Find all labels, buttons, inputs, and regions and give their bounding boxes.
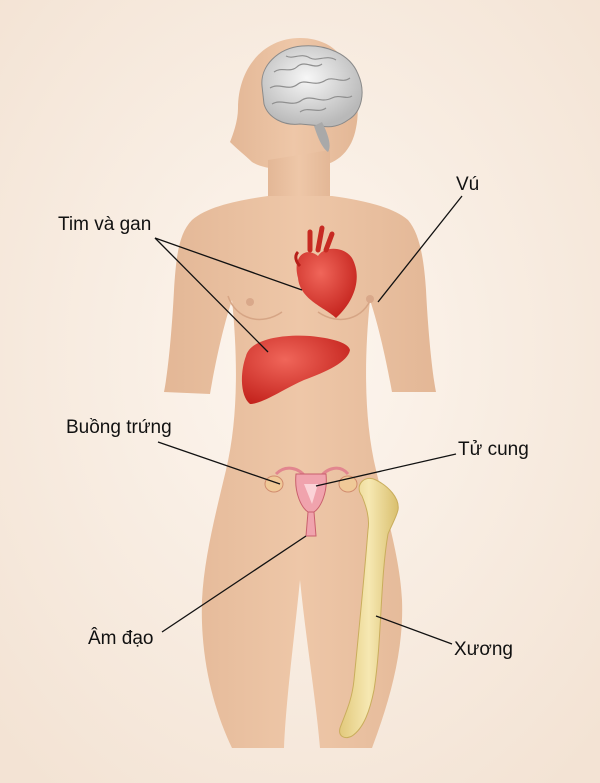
heart-illustration — [294, 225, 357, 318]
leader-line-uterus — [315, 453, 457, 487]
leader-line-heart — [154, 237, 303, 291]
leader-lines — [154, 195, 463, 645]
leader-line-liver — [154, 237, 269, 353]
label-uterus: Tử cung — [458, 439, 529, 460]
breast-outline — [227, 295, 374, 321]
brain-illustration — [261, 45, 363, 152]
femur-bone-illustration — [339, 478, 399, 739]
label-breast: Vú — [456, 174, 480, 195]
leader-line-bone — [375, 615, 453, 645]
label-ovary: Buồng trứng — [66, 417, 172, 438]
label-heart-liver: Tim và gan — [58, 214, 152, 235]
liver-illustration — [241, 335, 350, 404]
leader-line-vagina — [161, 535, 307, 633]
leader-line-breast — [377, 195, 463, 303]
leader-line-ovary — [157, 441, 281, 485]
label-vagina: Âm đạo — [88, 628, 154, 649]
label-bone: Xương — [454, 639, 513, 660]
